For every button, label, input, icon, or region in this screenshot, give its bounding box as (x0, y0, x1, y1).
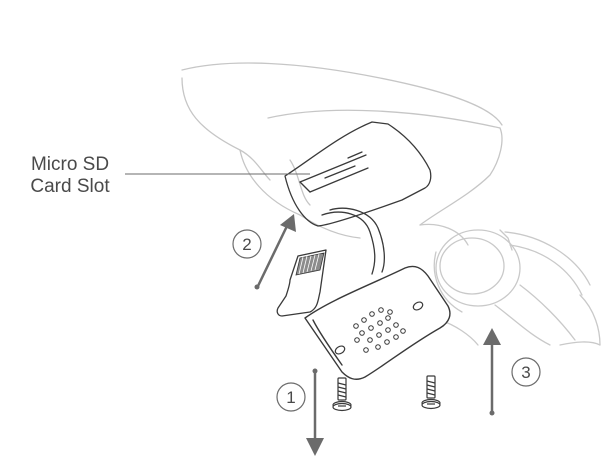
step-badge-3: 3 (511, 357, 541, 387)
speaker-grille (353, 307, 406, 353)
screw-left (332, 377, 352, 412)
arrow-step-1 (306, 368, 324, 456)
micro-sd-card (276, 249, 327, 317)
camera-mount (419, 223, 601, 346)
callout-line-2: Card Slot (30, 176, 110, 197)
step-badge-1: 1 (276, 382, 306, 412)
arrow-step-3 (483, 328, 501, 416)
step-number-2: 2 (242, 235, 251, 254)
screw-right (421, 375, 441, 410)
sd-slot-housing (284, 121, 432, 227)
step-badge-2: 2 (232, 229, 262, 259)
callout-line-1: Micro SD (30, 154, 110, 175)
arrow-step-2 (254, 214, 296, 290)
step-number-3: 3 (521, 363, 530, 382)
step-number-1: 1 (286, 388, 295, 407)
cover-holes (334, 301, 424, 355)
micro-sd-card-slot-label: Micro SD Card Slot (14, 154, 126, 198)
ribbon-cable (321, 207, 385, 275)
